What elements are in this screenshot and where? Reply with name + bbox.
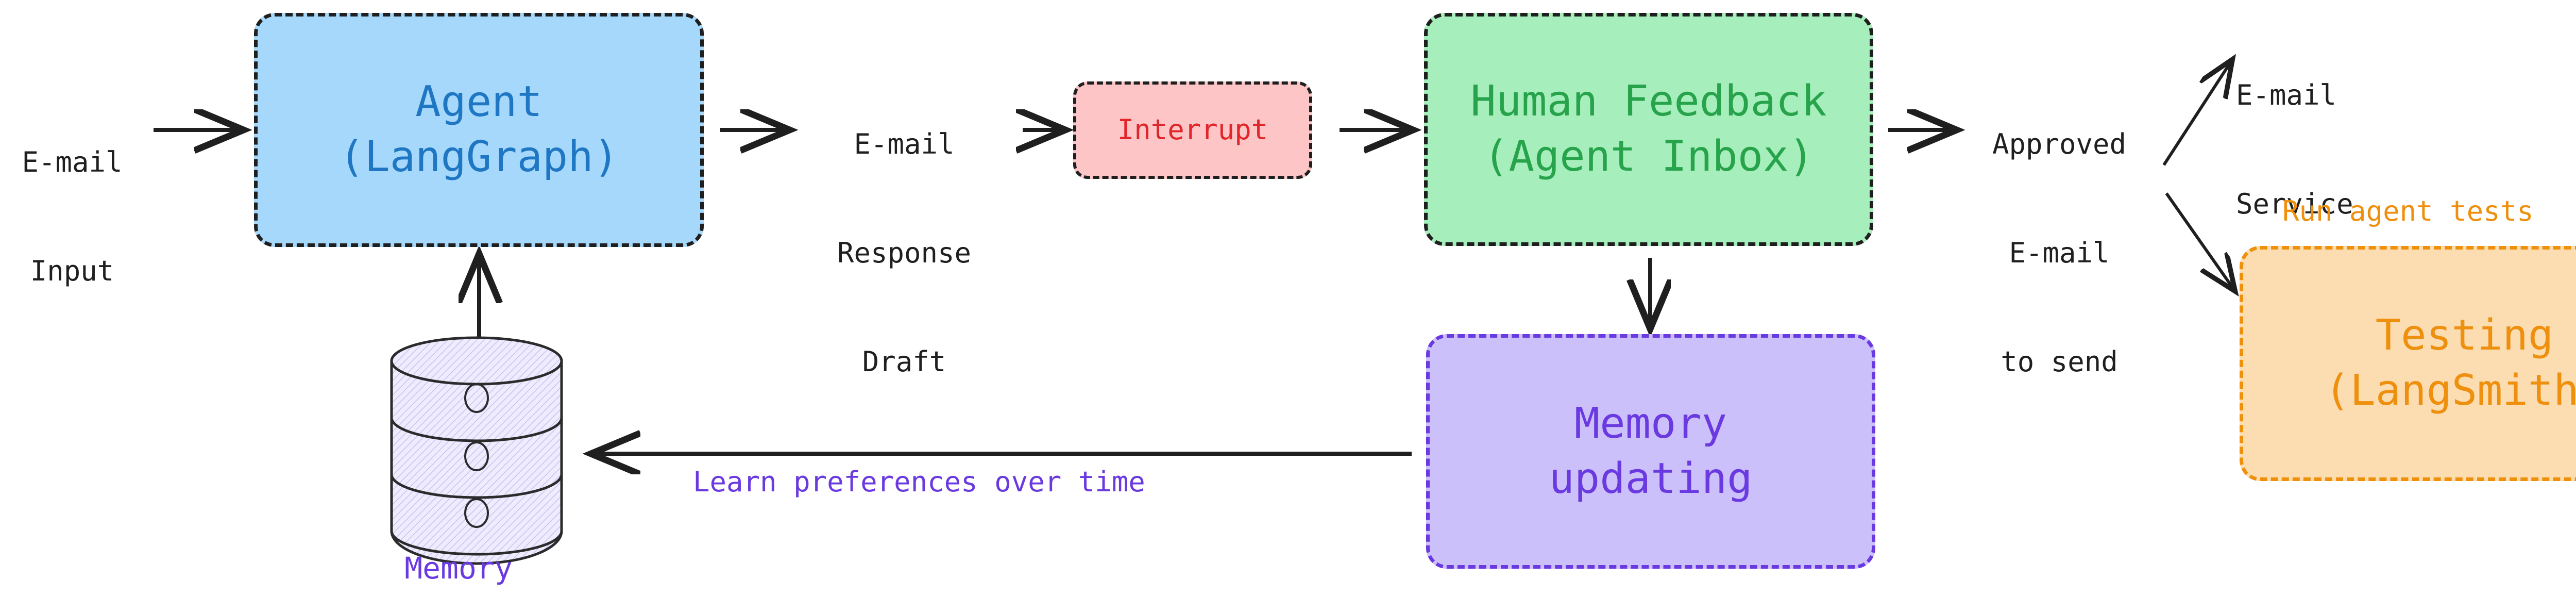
node-testing-line-2: (LangSmith)	[2324, 366, 2576, 415]
node-interrupt-label: Interrupt	[1117, 113, 1268, 146]
node-human-feedback-line-1: Human Feedback	[1470, 77, 1827, 126]
label-email-service: E-mail Service	[2236, 5, 2442, 295]
label-approved-email-line-2: E-mail	[2009, 236, 2110, 269]
node-agent-line-2: (LangGraph)	[338, 133, 619, 181]
node-memory-updating[interactable]: Memory updating	[1426, 334, 1875, 569]
node-human-feedback-line-2: (Agent Inbox)	[1483, 132, 1814, 181]
label-approved-email-line-1: Approved	[1992, 128, 2127, 161]
label-email-response-draft-line-1: E-mail	[854, 128, 955, 161]
label-email-service-line-2: Service	[2236, 187, 2353, 220]
label-approved-email-line-3: to send	[2001, 345, 2118, 378]
arrow-approved-to-email-service	[2162, 62, 2231, 166]
label-email-input-line-1: E-mail	[22, 146, 123, 179]
node-testing[interactable]: Testing (LangSmith)	[2240, 246, 2576, 481]
node-human-feedback[interactable]: Human Feedback (Agent Inbox)	[1424, 13, 1873, 246]
label-email-service-line-1: E-mail	[2236, 79, 2337, 112]
node-agent[interactable]: Agent (LangGraph)	[254, 13, 704, 247]
node-interrupt[interactable]: Interrupt	[1073, 81, 1312, 179]
arrow-approved-to-testing	[2165, 192, 2233, 289]
label-email-input-line-2: Input	[30, 254, 114, 287]
label-email-input: E-mail Input	[0, 72, 144, 362]
label-email-response-draft-line-3: Draft	[862, 345, 946, 378]
node-testing-line-1: Testing	[2375, 311, 2554, 360]
memory-database-icon	[390, 336, 563, 565]
label-email-response-draft-line-2: Response	[837, 236, 972, 269]
label-email-response-draft: E-mail Response Draft	[796, 54, 1012, 452]
label-run-agent-tests: Run agent tests	[2282, 195, 2534, 227]
node-memory-updating-line-1: Memory	[1574, 399, 1727, 448]
node-memory-updating-line-2: updating	[1549, 454, 1753, 503]
label-memory-store: Memory	[404, 551, 513, 586]
label-approved-email: Approved E-mail to send	[1961, 54, 2157, 452]
node-agent-line-1: Agent	[415, 77, 543, 127]
label-learn-preferences: Learn preferences over time	[693, 466, 1145, 498]
